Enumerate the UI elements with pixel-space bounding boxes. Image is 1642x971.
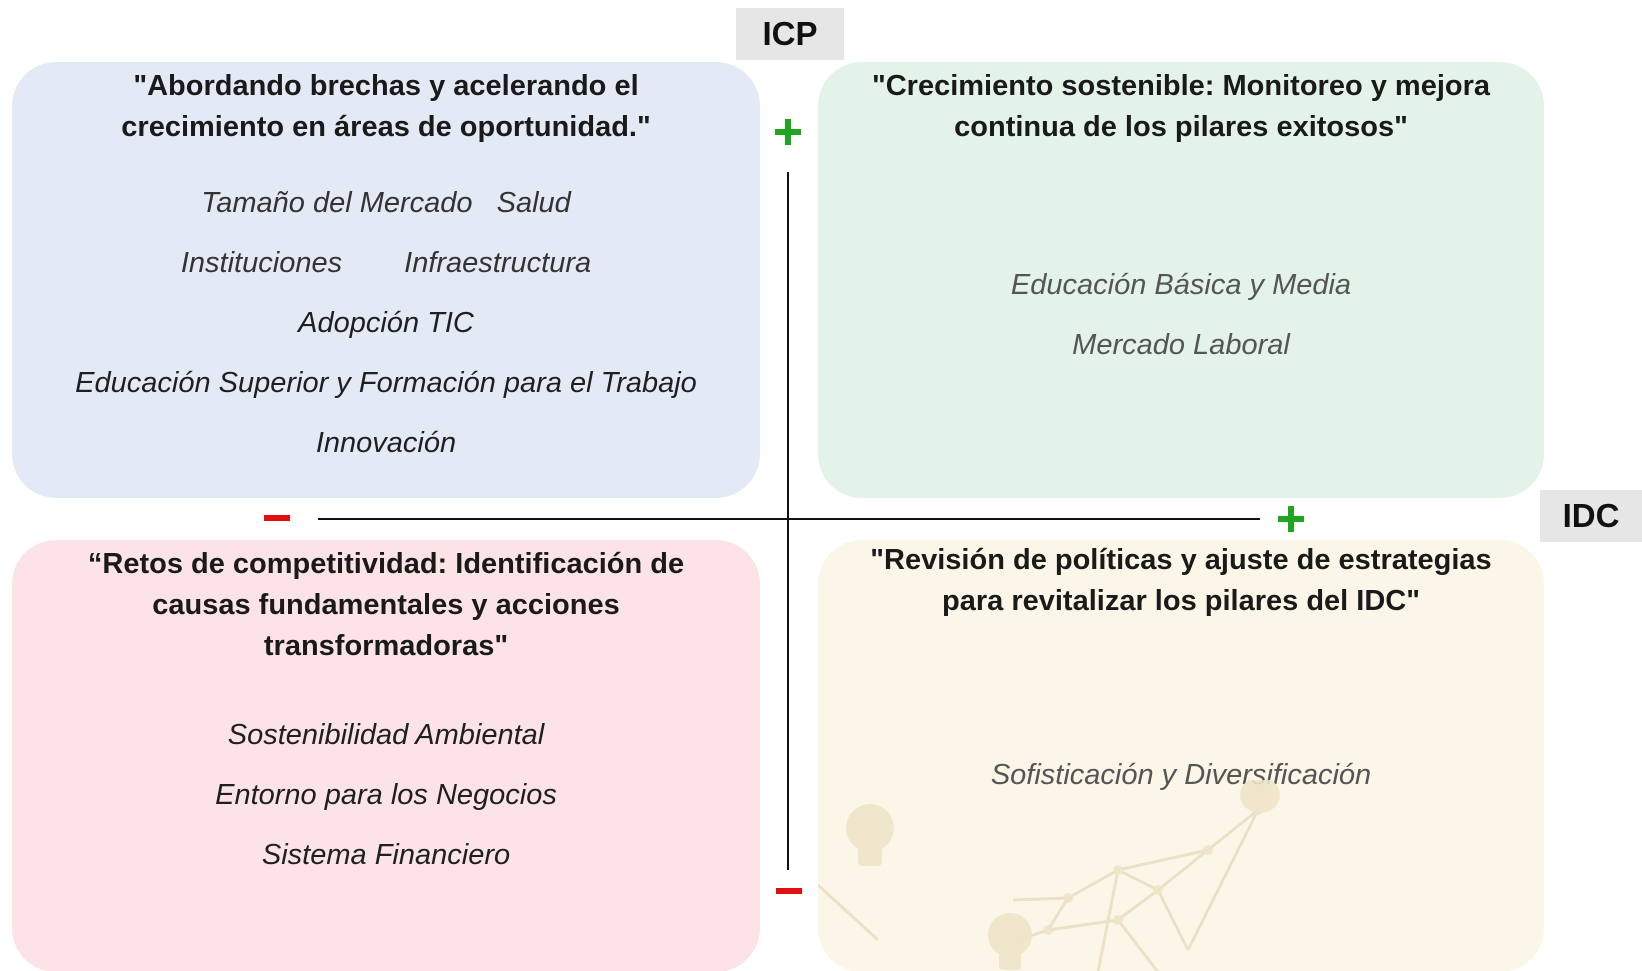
quadrant-top-right-title: "Crecimiento sostenible: Monitoreo y mej… [871,70,1491,143]
item-mercado-laboral: Mercado Laboral [1072,329,1290,361]
quadrant-bottom-right: "Revisión de políticas y ajuste de estra… [818,540,1544,971]
vertical-axis-label: ICP [736,8,844,60]
quadrant-bottom-left-title: “Retos de competitividad: Identificación… [87,548,685,662]
item-sofisticacion-diversificacion: Sofisticación y Diversificación [990,759,1372,791]
quadrant-top-left-title: "Abordando brechas y acelerando el creci… [121,70,651,143]
plus-icon [1278,506,1304,532]
minus-icon [264,515,290,521]
item-instituciones: Instituciones [180,247,343,279]
quadrant-bottom-right-title: "Revisión de políticas y ajuste de estra… [870,544,1492,617]
item-innovacion: Innovación [315,427,457,459]
item-tamano-mercado: Tamaño del Mercado [201,187,473,219]
quadrant-top-right: "Crecimiento sostenible: Monitoreo y mej… [818,62,1544,498]
item-sostenibilidad-ambiental: Sostenibilidad Ambiental [227,719,545,751]
item-adopcion-tic: Adopción TIC [298,307,474,339]
item-infraestructura: Infraestructura [404,247,592,279]
item-educacion-basica: Educación Básica y Media [1010,269,1352,301]
quadrant-top-left-row-2: Instituciones Infraestructura [12,246,760,280]
plus-icon [775,119,801,145]
item-entorno-negocios: Entorno para los Negocios [215,779,557,811]
item-salud: Salud [496,187,571,219]
quadrant-top-left-row-1: Tamaño del Mercado Salud [12,186,760,220]
vertical-axis-line [787,172,789,870]
horizontal-axis-label: IDC [1540,490,1642,542]
quadrant-top-left: "Abordando brechas y acelerando el creci… [12,62,760,498]
quadrant-bottom-left: “Retos de competitividad: Identificación… [12,540,760,971]
horizontal-axis-line [318,518,1260,520]
item-educacion-superior: Educación Superior y Formación para el T… [75,367,697,399]
minus-icon [776,888,802,894]
item-sistema-financiero: Sistema Financiero [261,839,511,871]
